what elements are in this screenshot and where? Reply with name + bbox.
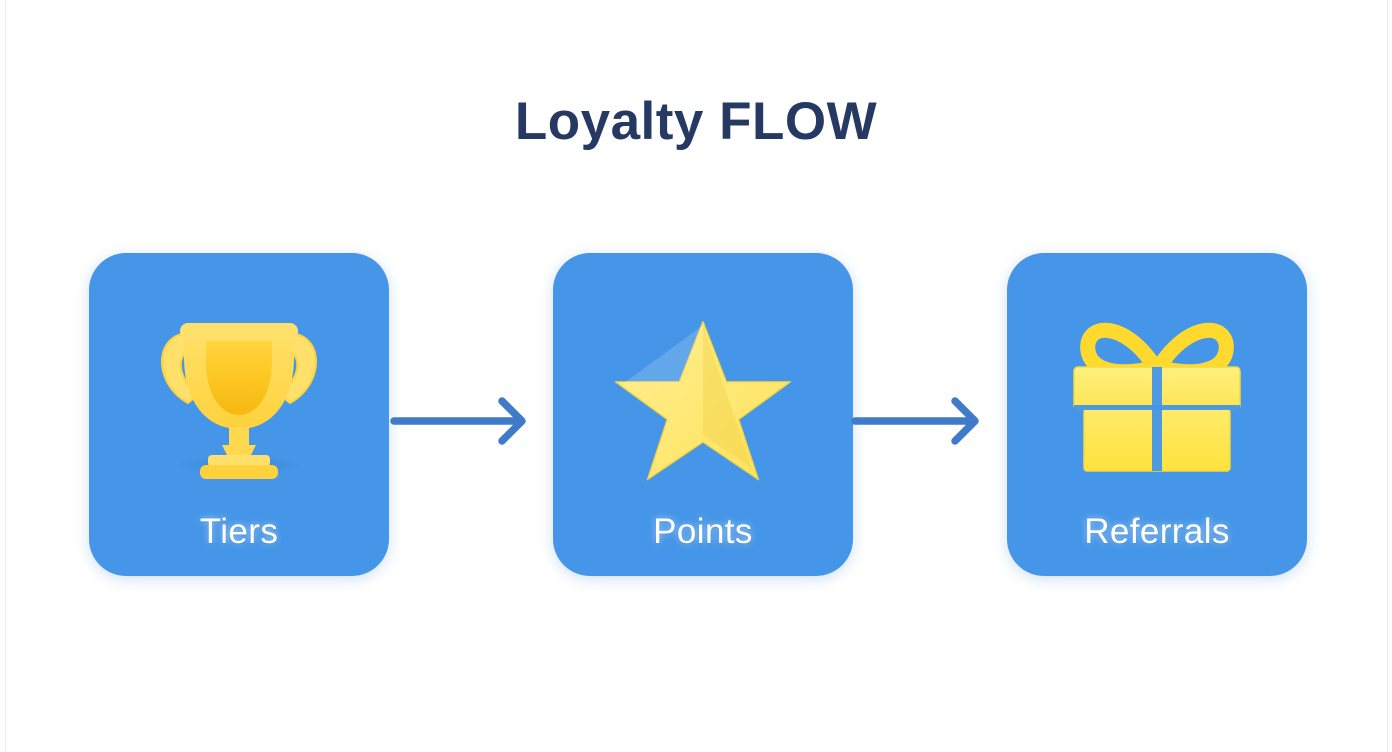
flow-card-label: Tiers bbox=[199, 512, 279, 551]
flow-card-tiers[interactable]: Tiers bbox=[89, 253, 389, 576]
flow-card-label: Referrals bbox=[1084, 512, 1230, 551]
flow-card-referrals[interactable]: Referrals bbox=[1007, 253, 1307, 576]
star-icon bbox=[608, 305, 798, 485]
arrow-right-icon bbox=[851, 393, 1008, 449]
flow-card-points[interactable]: Points bbox=[553, 253, 853, 576]
flow-row: Tiers bbox=[0, 253, 1392, 576]
arrow-right-icon bbox=[390, 393, 555, 449]
flow-card-label: Points bbox=[653, 512, 753, 551]
page-title: Loyalty FLOW bbox=[514, 92, 878, 151]
gift-icon bbox=[1062, 305, 1252, 485]
trophy-icon bbox=[144, 305, 334, 485]
